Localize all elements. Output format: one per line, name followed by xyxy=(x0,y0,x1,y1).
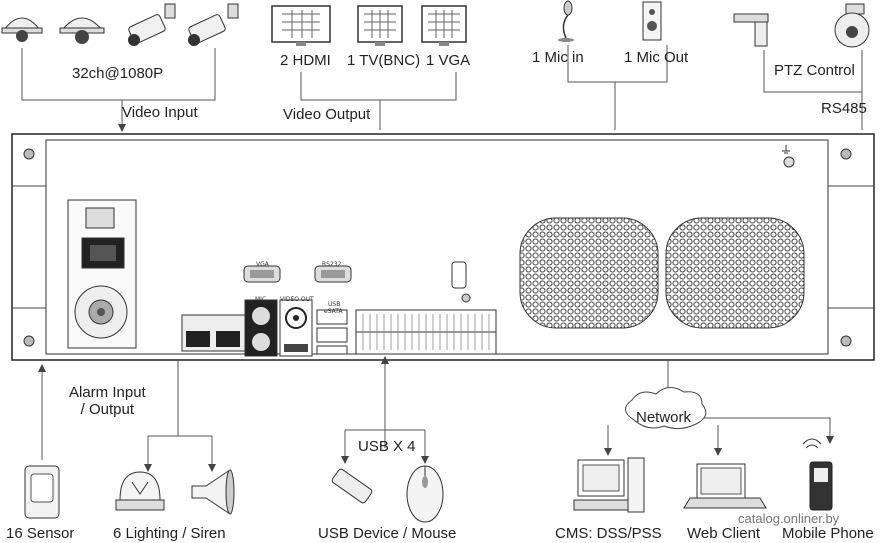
speaker-icon xyxy=(642,1,662,41)
sensor-label: 16 Sensor xyxy=(6,525,75,542)
warning-light-icon xyxy=(115,471,165,511)
ground-screw-icon xyxy=(782,145,795,168)
usb-stick-icon xyxy=(331,468,373,504)
video-out-ports xyxy=(279,299,313,357)
network-label: Network xyxy=(636,409,692,426)
video-input-label: Video Input xyxy=(122,104,198,121)
rs232-port-label: RS232 xyxy=(322,261,342,268)
monitor-icon-tv xyxy=(357,5,403,46)
ptz-bracket-icon xyxy=(733,13,769,47)
vga-label: 1 VGA xyxy=(426,52,471,69)
cameras-label: 32ch@1080P xyxy=(72,65,164,82)
watermark: catalog.onliner.by xyxy=(738,511,840,526)
bullet-camera-icon xyxy=(128,3,176,46)
ptz-control-label: PTZ Control xyxy=(774,62,855,79)
mobile-phone-label: Mobile Phone xyxy=(782,525,874,542)
mobile-phone-icon xyxy=(802,438,833,511)
desktop-computer-icon xyxy=(573,457,645,513)
alarm-terminal-block xyxy=(355,309,497,355)
mouse-icon xyxy=(406,465,444,523)
vga-port-label: VGA xyxy=(256,261,269,268)
esata-port-label: eSATA xyxy=(324,308,343,315)
tv-bnc-label: 1 TV(BNC) xyxy=(347,52,421,69)
power-supply-module xyxy=(67,199,137,349)
hdmi-port xyxy=(451,261,471,303)
video-out-port-label: VIDEO OUT xyxy=(280,296,314,303)
siren-icon xyxy=(191,469,235,515)
microphone-icon xyxy=(558,0,574,42)
top-connectors xyxy=(21,45,863,132)
mic-in-label: 1 Mic in xyxy=(532,49,584,66)
dome-camera-icon xyxy=(1,17,43,42)
laptop-icon xyxy=(683,463,767,509)
hdmi-label: 2 HDMI xyxy=(280,52,331,69)
rs232-connector xyxy=(314,265,352,283)
lighting-siren-label: 6 Lighting / Siren xyxy=(113,525,226,542)
bottom-connectors xyxy=(38,356,834,472)
bullet-camera-icon-2 xyxy=(188,3,239,46)
cms-label: CMS: DSS/PSS xyxy=(555,525,662,542)
monitor-icon-hdmi xyxy=(271,5,331,46)
monitor-icon-vga xyxy=(421,5,467,46)
sensor-icon xyxy=(24,465,60,519)
network-ports xyxy=(181,314,247,352)
rs485-label: RS485 xyxy=(821,100,867,117)
usb-device-mouse-label: USB Device / Mouse xyxy=(318,525,457,542)
mic-out-label: 1 Mic Out xyxy=(624,49,689,66)
web-client-label: Web Client xyxy=(687,525,761,542)
usb-x4-label: USB X 4 xyxy=(358,438,416,455)
alarm-io-label: Alarm Input / Output xyxy=(69,384,146,418)
audio-ports xyxy=(244,299,278,357)
vga-connector xyxy=(243,265,281,283)
dome-camera-icon-2 xyxy=(59,17,105,44)
network-cloud-icon xyxy=(625,387,707,430)
fan-grille-left xyxy=(519,217,659,329)
mic-port-label: MIC xyxy=(255,296,267,303)
usb-port-label: USB xyxy=(328,301,341,308)
fan-grille-right xyxy=(665,217,805,329)
usb-ports xyxy=(316,309,348,355)
video-output-label: Video Output xyxy=(283,106,371,123)
ptz-dome-camera-icon xyxy=(834,3,870,48)
